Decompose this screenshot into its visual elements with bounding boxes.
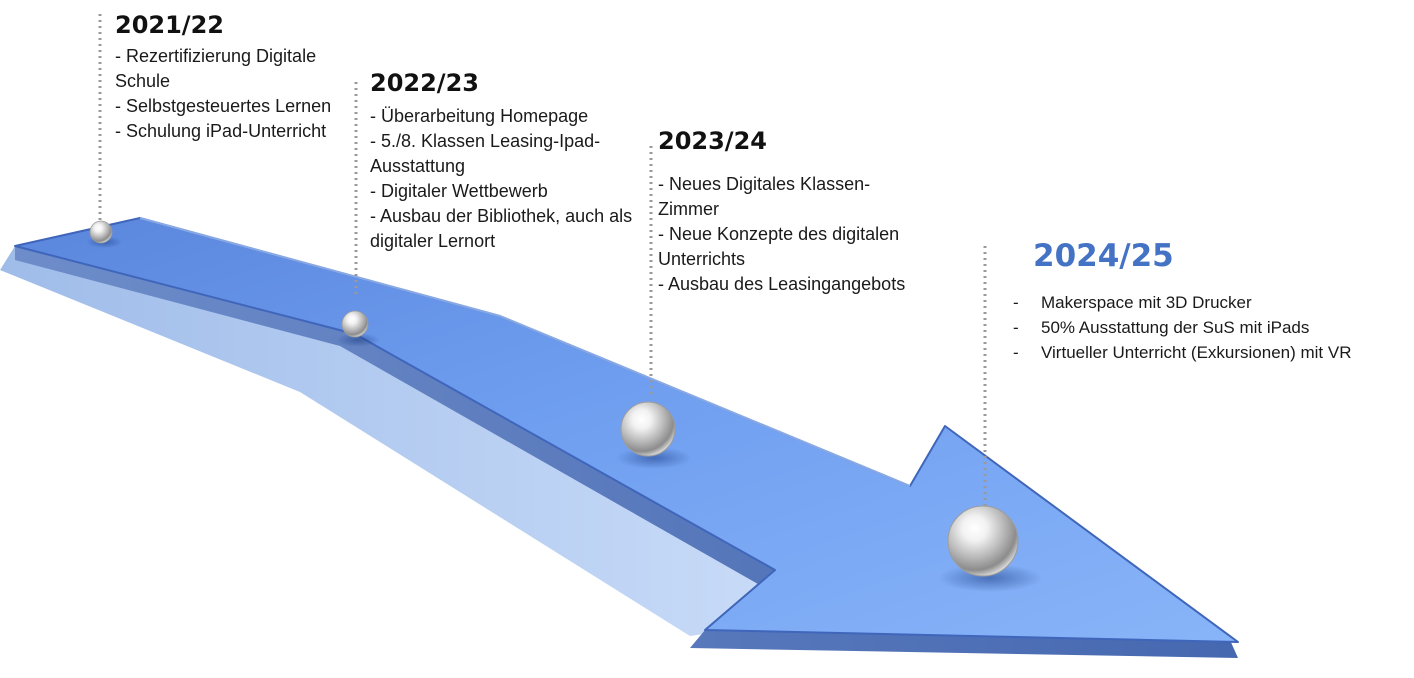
milestone-item: - Neue Konzepte des digitalen Unterricht… (658, 224, 900, 269)
milestone-item: - 5./8. Klassen Leasing-Ipad-Ausstattung (370, 131, 601, 176)
arrow-side-face (0, 246, 775, 636)
milestone-2021-22: 2021/22 - Rezertifizierung Digitale Schu… (115, 10, 335, 144)
ball-shadow-2022 (336, 333, 380, 347)
milestone-item: - Selbstgesteuertes Lernen (115, 96, 332, 116)
milestone-year: 2022/23 (370, 69, 479, 97)
milestone-2023-24: 2023/24 - Neues Digitales Klassen-Zimmer… (658, 126, 928, 297)
milestone-ball-2023 (620, 401, 676, 457)
milestone-item-list: - Rezertifizierung Digitale Schule - Sel… (115, 44, 335, 144)
connector-lines (98, 14, 987, 506)
milestone-ball-2022 (341, 310, 369, 338)
milestone-item-list: Makerspace mit 3D Drucker 50% Ausstattun… (1013, 290, 1408, 365)
milestone-item: 50% Ausstattung der SuS mit iPads (1013, 315, 1408, 340)
arrow-ridge-highlight (139, 217, 911, 487)
milestone-item: - Ausbau der Bibliothek, auch als digita… (370, 206, 633, 251)
milestone-year: 2023/24 (658, 127, 767, 155)
milestone-item: Virtueller Unterricht (Exkursionen) mit … (1013, 340, 1408, 365)
milestone-year: 2021/22 (115, 11, 224, 39)
milestone-item-list: - Überarbeitung Homepage - 5./8. Klassen… (370, 104, 640, 254)
milestone-item: Makerspace mit 3D Drucker (1013, 290, 1408, 315)
milestone-item: - Digitaler Wettbewerb (370, 181, 548, 201)
milestone-item: - Neues Digitales Klassen-Zimmer (658, 174, 871, 219)
milestone-2024-25: 2024/25 Makerspace mit 3D Drucker 50% Au… (1013, 238, 1408, 365)
ball-shadow-2024 (938, 564, 1042, 592)
milestone-item: - Rezertifizierung Digitale Schule (115, 46, 317, 91)
arrow-edge-face (15, 246, 1238, 658)
milestone-ball-2024 (947, 505, 1019, 577)
milestone-item-list: - Neues Digitales Klassen-Zimmer - Neue … (658, 172, 928, 297)
milestone-year: 2024/25 (1033, 238, 1174, 274)
milestone-2022-23: 2022/23 - Überarbeitung Homepage - 5./8.… (370, 68, 640, 254)
milestone-item: - Schulung iPad-Unterricht (115, 121, 327, 141)
milestone-item: - Ausbau des Leasingangebots (658, 274, 906, 294)
milestone-ball-2021 (89, 220, 113, 244)
milestone-item: - Überarbeitung Homepage (370, 106, 589, 126)
milestone-balls (89, 220, 1019, 577)
